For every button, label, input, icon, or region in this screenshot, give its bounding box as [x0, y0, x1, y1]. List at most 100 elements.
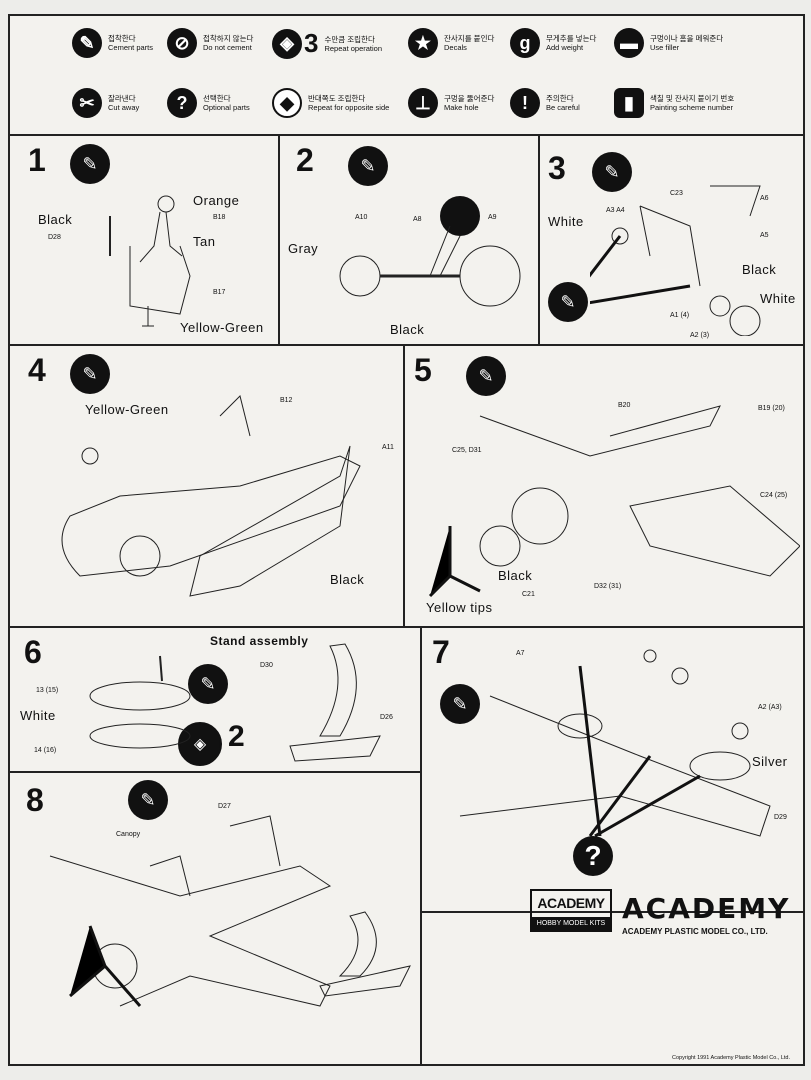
legend-ko: 선택한다: [203, 94, 231, 103]
part-number: D32 (31): [594, 583, 622, 590]
color-label: Black: [330, 572, 365, 587]
legend-ko: 구멍을 뚫어준다: [444, 94, 495, 103]
repeat-count: 2: [228, 720, 246, 753]
legend-ko: 잔사지를 붙인다: [444, 34, 495, 43]
drill-icon: ⊥: [408, 88, 438, 118]
part-number: B18: [213, 214, 226, 221]
part-number: A11: [382, 444, 394, 451]
legend-en: Add weight: [546, 43, 584, 52]
logo-text: ACADEMY: [537, 895, 605, 911]
part-number: B19 (20): [758, 405, 785, 412]
part-number: B20: [618, 402, 631, 409]
glue-tube-icon: ✎: [348, 146, 388, 186]
academy-company-logo: ACADEMY ACADEMY PLASTIC MODEL CO., LTD.: [622, 892, 790, 936]
part-number: A9: [488, 214, 497, 221]
color-label: Black: [38, 212, 73, 227]
color-label: Yellow-Green: [180, 320, 264, 335]
copyright-text: Copyright 1991 Academy Plastic Model Co.…: [672, 1055, 791, 1061]
part-number: A6: [760, 195, 769, 202]
part-number: A2 (A3): [758, 704, 782, 711]
glue-tube-icon: ✎: [440, 684, 480, 724]
color-label: Black: [498, 568, 533, 583]
step-number: 3: [548, 150, 566, 186]
opposite-side-icon: ◆: [272, 88, 302, 118]
legend-ko: 무게추를 넣는다: [546, 34, 597, 43]
color-label: Orange: [193, 193, 240, 208]
step-number: 4: [28, 352, 46, 388]
legend-ko: 잘라낸다: [108, 94, 136, 103]
color-label: White: [760, 291, 796, 306]
exclamation-icon: !: [510, 88, 540, 118]
step-number: 2: [296, 142, 314, 178]
part-number: C21: [522, 591, 535, 598]
step-number: 8: [26, 782, 44, 818]
divider: [10, 626, 803, 628]
part-number: C24 (25): [760, 492, 788, 499]
part-number: D30: [260, 662, 273, 669]
part-number: B17: [213, 289, 226, 296]
logo-subtext: HOBBY MODEL KITS: [532, 917, 610, 930]
wing-assembly-drawing: [428, 405, 800, 598]
part-number: Canopy: [116, 831, 141, 838]
academy-hobby-logo: ACADEMY HOBBY MODEL KITS: [530, 889, 612, 932]
divider: [538, 134, 540, 344]
legend-en: Optional parts: [203, 103, 250, 112]
legend-ko: 색칠 및 잔사지 붙이기 번호: [650, 94, 735, 103]
stand-drawing: [89, 643, 381, 762]
part-number: C23: [670, 190, 683, 197]
step-number: 7: [432, 634, 450, 670]
part-number: A7: [516, 650, 525, 657]
fuselage-drawing: [61, 395, 361, 597]
step-number: 5: [414, 352, 432, 388]
part-number: A2 (3): [690, 332, 710, 339]
legend-en: Use filler: [650, 43, 680, 52]
color-label: Black: [390, 322, 425, 337]
legend-ko: 주의한다: [546, 94, 574, 103]
legend-en: Be careful: [546, 103, 580, 112]
engine-drawing: [339, 196, 521, 307]
legend-en: Repeat operation: [324, 43, 383, 53]
legend-en: Repeat for opposite side: [308, 103, 390, 112]
legend-en: Cut away: [108, 103, 140, 112]
paint-scheme-icon: ▮: [614, 88, 644, 118]
part-number: A10: [355, 214, 368, 221]
legend-ko: 수만큼 조립한다: [324, 34, 375, 44]
logo-text: ACADEMY: [622, 892, 791, 925]
filler-icon: ▬: [614, 28, 644, 58]
company-name: ACADEMY PLASTIC MODEL CO., LTD.: [622, 927, 768, 936]
glue-tube-icon: ✎: [72, 28, 102, 58]
legend-en: Painting scheme number: [650, 103, 733, 112]
part-number: D29: [774, 814, 787, 821]
color-label: White: [548, 214, 584, 229]
color-label: Silver: [752, 754, 788, 769]
repeat-count: 3: [304, 28, 319, 58]
question-icon: ?: [573, 836, 613, 876]
legend-ko: 접착한다: [108, 34, 136, 43]
step-number: 6: [24, 634, 42, 670]
divider: [278, 134, 280, 344]
glue-tube-icon: ✎: [128, 780, 168, 820]
legend-ko: 접착하지 않는다: [203, 34, 254, 43]
stand-assembly-title: Stand assembly: [210, 634, 309, 648]
color-label: White: [20, 708, 56, 723]
part-number: A8: [413, 216, 422, 223]
part-number: A5: [760, 232, 769, 239]
glue-tube-icon: ✎: [188, 664, 228, 704]
star-icon: ★: [408, 28, 438, 58]
landing-gear-install-drawing: [459, 649, 771, 838]
step-number: 1: [28, 142, 46, 178]
knife-icon: ✂: [72, 88, 102, 118]
glue-tube-icon: ✎: [70, 354, 110, 394]
part-number: A3 A4: [606, 207, 625, 214]
no-glue-icon: ⊘: [167, 28, 197, 58]
color-label: Black: [742, 262, 777, 277]
legend-ko: 구멍이나 홈을 메워준다: [650, 34, 724, 43]
